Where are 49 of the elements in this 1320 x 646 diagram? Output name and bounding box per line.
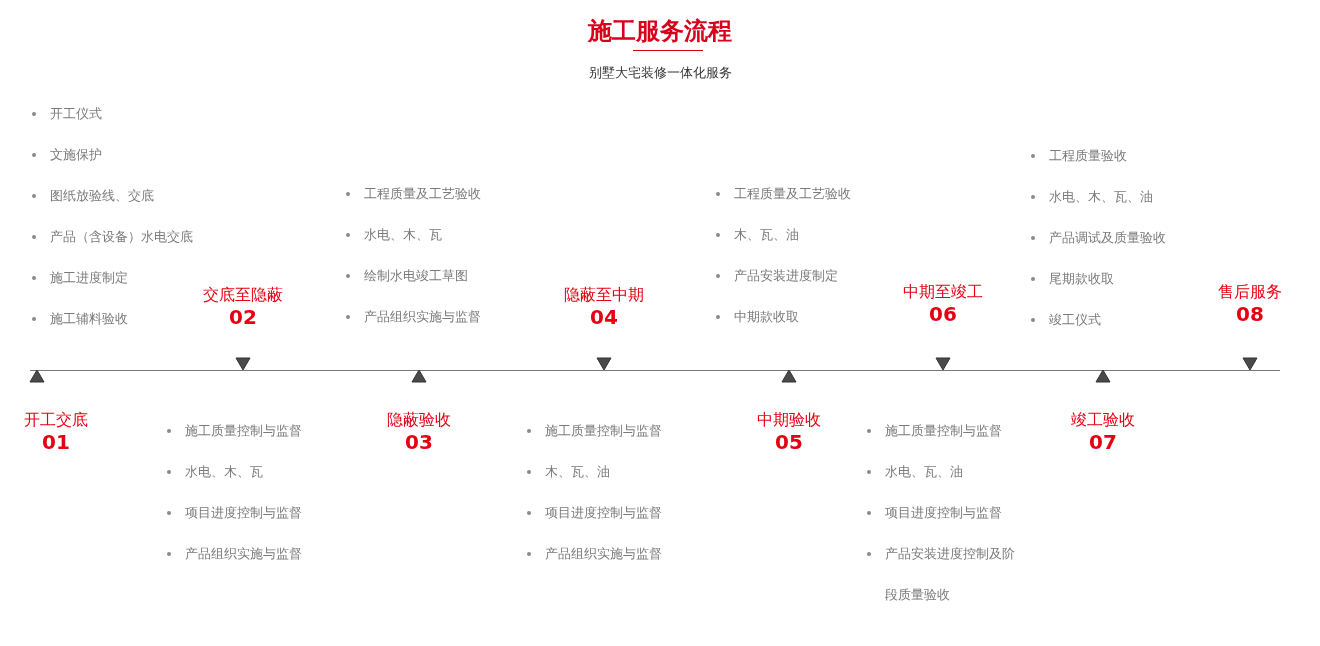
stage-name: 中期验收 (756, 410, 822, 430)
stage-number: 04 (589, 305, 619, 329)
bullet-item: 竣工仪式 (1029, 299, 1101, 340)
bullet-item: 施工质量控制与监督 (165, 410, 302, 451)
bullet-item: 施工质量控制与监督 (525, 410, 662, 451)
bullet-item: 项目进度控制与监督 (165, 492, 302, 533)
bullet-item: 开工仪式 (30, 93, 102, 134)
stage-number: 08 (1235, 302, 1265, 326)
bullet-item: 项目进度控制与监督 (865, 492, 1025, 533)
bullet-item: 施工质量控制与监督 (865, 410, 1025, 451)
stage-number: 02 (228, 305, 258, 329)
title: 施工服务流程 (586, 16, 733, 47)
stage-name: 竣工验收 (1070, 410, 1136, 430)
bullet-item: 木、瓦、油 (525, 451, 610, 492)
bullet-item: 工程质量及工艺验收 (344, 173, 481, 214)
bullet-item: 木、瓦、油 (714, 214, 799, 255)
bullet-item: 施工进度制定 (30, 257, 128, 298)
bullet-item: 产品（含设备）水电交底 (30, 216, 193, 257)
stage-number: 01 (41, 430, 71, 454)
stage-number: 06 (928, 302, 958, 326)
stage-number: 05 (774, 430, 804, 454)
stage-name: 中期至竣工 (902, 282, 984, 302)
stage-number: 07 (1088, 430, 1118, 454)
bullet-item: 水电、木、瓦 (344, 214, 442, 255)
bullet-item: 水电、瓦、油 (865, 451, 1025, 492)
bullet-item: 文施保护 (30, 134, 102, 175)
bullet-item: 工程质量验收 (1029, 135, 1127, 176)
stage-name: 隐蔽验收 (386, 410, 452, 430)
bullet-item: 工程质量及工艺验收 (714, 173, 851, 214)
bullet-item: 产品调试及质量验收 (1029, 217, 1166, 258)
bullet-item: 产品安装进度制定 (714, 255, 838, 296)
stage-name: 售后服务 (1217, 282, 1283, 302)
subtitle: 别墅大宅装修一体化服务 (587, 64, 733, 82)
bullet-item: 产品组织实施与监督 (525, 533, 662, 574)
bullet-item: 绘制水电竣工草图 (344, 255, 468, 296)
bullet-item: 项目进度控制与监督 (525, 492, 662, 533)
stage-number: 03 (404, 430, 434, 454)
bullet-item: 尾期款收取 (1029, 258, 1114, 299)
bullet-item: 产品组织实施与监督 (344, 296, 481, 337)
bullet-item: 水电、木、瓦、油 (1029, 176, 1153, 217)
bullet-item: 中期款收取 (714, 296, 799, 337)
bullet-item: 施工辅料验收 (30, 298, 128, 339)
stage-name: 交底至隐蔽 (202, 285, 284, 305)
bullet-item: 产品组织实施与监督 (165, 533, 302, 574)
bullet-item: 水电、木、瓦 (165, 451, 263, 492)
stage-name: 隐蔽至中期 (563, 285, 645, 305)
stage-name: 开工交底 (23, 410, 89, 430)
bullet-item: 产品安装进度控制及阶段质量验收 (865, 533, 1025, 615)
bullet-item: 图纸放验线、交底 (30, 175, 154, 216)
